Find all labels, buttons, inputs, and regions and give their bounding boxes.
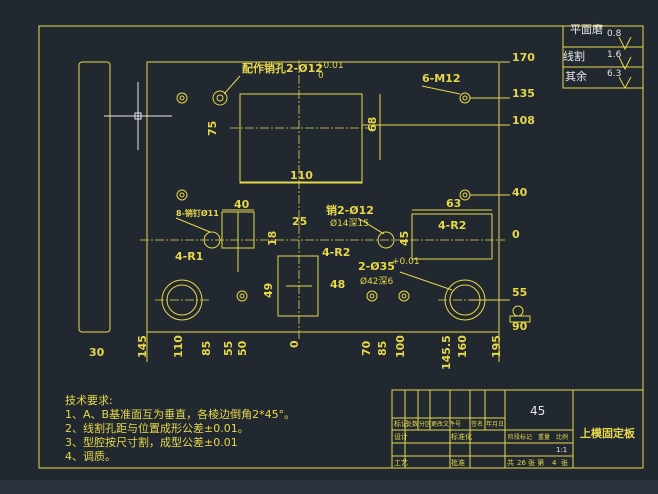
dim-45: 45 [398, 231, 411, 246]
tech-notes-title: 技术要求: [65, 394, 113, 407]
callout-pin-tol-top: +0.01 [316, 61, 344, 71]
callout-d35: 2-Ø35 [358, 260, 395, 273]
slots [221, 211, 493, 317]
callout-r2b: 4-R2 [438, 219, 466, 232]
dim-70: 70 [360, 340, 373, 356]
finish-value-1: 0.8 [607, 29, 622, 39]
finish-label-1: 平面磨 [570, 23, 603, 36]
callout-pin2: 销2-Ø12 [326, 203, 374, 217]
dim-75: 75 [206, 121, 219, 136]
scale: 1:1 [556, 446, 567, 454]
tb-label-scale: 比例 [556, 433, 568, 441]
dim-50-left: 50 [236, 340, 249, 356]
cavity-rect [239, 93, 363, 184]
callout-d35-tol: +0.01 [392, 257, 420, 267]
finish-value-2: 1.6 [607, 50, 622, 60]
finish-label-3: 其余 [565, 69, 587, 83]
tb-label-date: 年月日 [486, 420, 504, 428]
dim-85-left: 85 [200, 341, 213, 356]
bottom-dimensions: 30 145 110 85 55 50 0 70 85 100 145.5 16… [89, 332, 503, 370]
sheets-total: 26 [517, 459, 526, 467]
callout-h8: 8-销钉Ø11 [176, 208, 219, 218]
tb-label-sign: 签名 [471, 420, 483, 428]
tb-label-weight: 重量 [538, 433, 550, 441]
dim-40-slot: 40 [234, 198, 250, 211]
tb-label-process: 工艺 [394, 459, 408, 467]
tb-sheet-c: 张 [561, 458, 568, 467]
dim-25: 25 [292, 215, 307, 228]
right-dimensions: 170 135 108 40 0 55 90 [362, 51, 535, 333]
tb-label-doc: 更改文件号 [431, 420, 461, 428]
dim-0-right: 0 [512, 228, 520, 241]
callout-pin-tol-bot: 0 [318, 71, 324, 81]
tb-label-std: 标准化 [451, 432, 472, 441]
dim-110-left: 110 [172, 335, 185, 358]
tb-label-stage: 阶段标记 [508, 433, 532, 441]
sheet-no: 4 [552, 459, 557, 467]
finish-value-3: 6.3 [607, 69, 621, 79]
material: 45 [530, 404, 545, 418]
dim-49: 49 [262, 283, 275, 298]
holes [155, 90, 492, 321]
dim-160: 160 [456, 335, 469, 358]
tb-label-design: 设计 [394, 432, 408, 441]
drawing-border [38, 25, 644, 469]
inner-dimensions: 110 68 75 40 18 63 45 25 49 48 [206, 94, 492, 298]
side-view [78, 61, 111, 333]
dim-145-left: 145 [136, 335, 149, 358]
dim-110-cavity: 110 [290, 169, 313, 182]
dim-30: 30 [89, 346, 105, 359]
tb-sheet-b: 张 第 [528, 458, 544, 467]
dim-68: 68 [366, 117, 379, 132]
tech-notes: 技术要求: 1、A、B基准面互为垂直，各棱边倒角2*45°。 2、线割孔距与位置… [65, 394, 295, 463]
callout-r2a: 4-R2 [322, 246, 350, 259]
callouts: 6-M12 配作销孔2-Ø12 +0.01 0 8-销钉Ø11 销2-Ø12 Ø… [175, 61, 466, 291]
dim-135: 135 [512, 87, 535, 100]
dim-85-right: 85 [376, 341, 389, 356]
finish-label-2: 线割 [563, 49, 585, 63]
dim-100: 100 [394, 335, 407, 358]
tech-note-3: 3、型腔按尺寸割，成型公差±0.01 [65, 435, 238, 449]
part-name: 上模固定板 [580, 426, 636, 440]
tb-label-mark: 标记 [394, 419, 408, 428]
dim-170: 170 [512, 51, 535, 64]
tech-note-1: 1、A、B基准面互为垂直，各棱边倒角2*45°。 [65, 407, 295, 421]
tech-note-4: 4、调质。 [65, 450, 116, 463]
dim-55: 55 [512, 286, 527, 299]
tb-label-count: 处数 [406, 420, 418, 428]
callout-r1: 4-R1 [175, 250, 203, 263]
dim-18: 18 [266, 231, 279, 246]
dim-40: 40 [512, 186, 528, 199]
dim-145-5: 145.5 [440, 335, 453, 370]
dim-63: 63 [446, 197, 461, 210]
main-plate-outline [146, 61, 500, 333]
dim-108: 108 [512, 114, 535, 127]
bottom-status-strip [0, 480, 658, 494]
dim-90: 90 [512, 320, 528, 333]
callout-pin-hole: 配作销孔2-Ø12 [242, 61, 323, 75]
tb-label-zone: 分区 [419, 420, 431, 428]
callout-m12: 6-M12 [422, 72, 460, 85]
dim-0-bottom: 0 [288, 340, 301, 348]
dim-48: 48 [330, 278, 345, 291]
tb-sheet-a: 共 [507, 458, 514, 467]
callout-pin2-sub: Ø14深15 [330, 218, 369, 229]
callout-d35-sub: Ø42深6 [360, 276, 394, 287]
tb-label-approve: 批准 [451, 458, 465, 467]
surface-finish-legend: 平面磨 线割 其余 0.8 1.6 6.3 [562, 23, 644, 90]
title-block: 45 上模固定板 标记 设计 工艺 处数 分区 更改文件号 签名 年月日 标准化… [391, 389, 644, 469]
dim-195: 195 [490, 335, 503, 358]
tech-note-2: 2、线割孔距与位置成形公差±0.01。 [65, 421, 249, 435]
cad-cursor[interactable] [104, 82, 172, 150]
dim-55-left: 55 [222, 341, 235, 356]
